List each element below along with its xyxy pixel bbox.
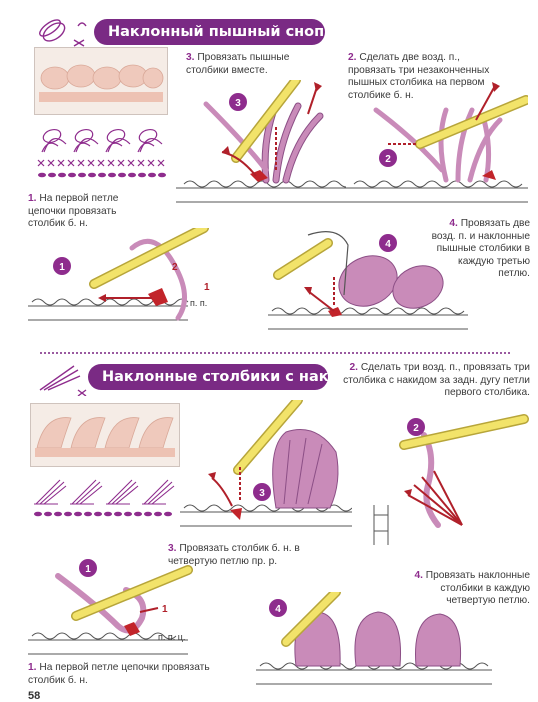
section2-title: Наклонные столбики с накидом xyxy=(88,364,372,390)
step2-illustration: 2 xyxy=(373,414,529,545)
step1-caption: 1. На первой петле цепочки провязать сто… xyxy=(28,193,150,231)
step2-caption: 2. Сделать две возд. п., провязать три н… xyxy=(348,52,508,102)
step-text: Провязать пышные столбики вместе. xyxy=(186,52,290,76)
sample-swatch-photo xyxy=(30,403,180,467)
step1-caption: 1. На первой петле цепочки провязать сто… xyxy=(28,662,228,687)
step3-illustration: 3 xyxy=(180,400,352,527)
step-text: На первой петле цепочки провязать столби… xyxy=(28,193,119,230)
step-text: Провязать две возд. п. и наклонные пышны… xyxy=(431,218,530,280)
step-text: Провязать наклонные столбики в каждую че… xyxy=(425,570,530,607)
step3-illustration: 3 xyxy=(176,80,346,208)
step-text: Провязать столбик б. н. в четвертую петл… xyxy=(168,543,300,567)
step1-illustration: 1 1 п. п. ц. xyxy=(28,559,193,655)
section1-title: Наклонный пышный снопик xyxy=(94,19,344,45)
marker-1: 1 xyxy=(85,564,91,575)
step4-caption: 4. Провязать две возд. п. и наклонные пы… xyxy=(430,218,530,281)
step-number: 2. xyxy=(349,362,358,373)
step-number: 4. xyxy=(449,218,458,229)
step-number: 3. xyxy=(168,543,177,554)
sample-swatch-photo xyxy=(34,47,168,115)
step3-caption: 3. Провязать пышные столбики вместе. xyxy=(186,52,326,77)
step-number: 2. xyxy=(348,52,357,63)
label-pp: п. п. xyxy=(190,298,207,308)
page-number: 58 xyxy=(28,690,41,702)
section-divider xyxy=(40,352,510,354)
step-text: На первой петле цепочки провязать столби… xyxy=(28,662,210,686)
marker-2: 2 xyxy=(413,423,419,434)
step4-caption: 4. Провязать наклонные столбики в каждую… xyxy=(408,570,530,608)
chart-diagram xyxy=(34,479,175,517)
step-number: 1. xyxy=(28,662,37,673)
marker-3: 3 xyxy=(235,98,241,109)
step2-caption: 2. Сделать три возд. п., провязать три с… xyxy=(340,362,530,400)
marker-4: 4 xyxy=(385,239,391,250)
step-text: Сделать три возд. п., провязать три стол… xyxy=(343,362,530,399)
marker-1: 1 xyxy=(59,262,65,273)
label-ppc: п. п. ц. xyxy=(158,632,185,642)
marker-2: 2 xyxy=(385,154,391,165)
stitch-symbol-icon xyxy=(39,19,87,47)
marker-4: 4 xyxy=(275,604,281,615)
step4-illustration: 4 xyxy=(268,231,468,330)
step3-caption: 3. Провязать столбик б. н. в четвертую п… xyxy=(168,543,328,568)
step-number: 1. xyxy=(28,193,37,204)
stitch-symbol-icon xyxy=(39,365,87,396)
label-1: 1 xyxy=(204,282,210,293)
step-number: 4. xyxy=(414,570,423,581)
swatch-texture xyxy=(31,404,179,466)
step2-illustration: 2 xyxy=(346,82,528,203)
swatch-texture xyxy=(35,48,167,114)
step-number: 3. xyxy=(186,52,195,63)
label-2: 2 xyxy=(172,262,178,273)
marker-3: 3 xyxy=(259,488,265,499)
step-text: Сделать две возд. п., провязать три неза… xyxy=(348,52,490,101)
chart-diagram xyxy=(37,128,166,178)
label-1: 1 xyxy=(162,604,168,615)
step1-illustration: 1 2 1 п. п. xyxy=(28,228,210,321)
step4-illustration: 4 xyxy=(256,592,492,685)
